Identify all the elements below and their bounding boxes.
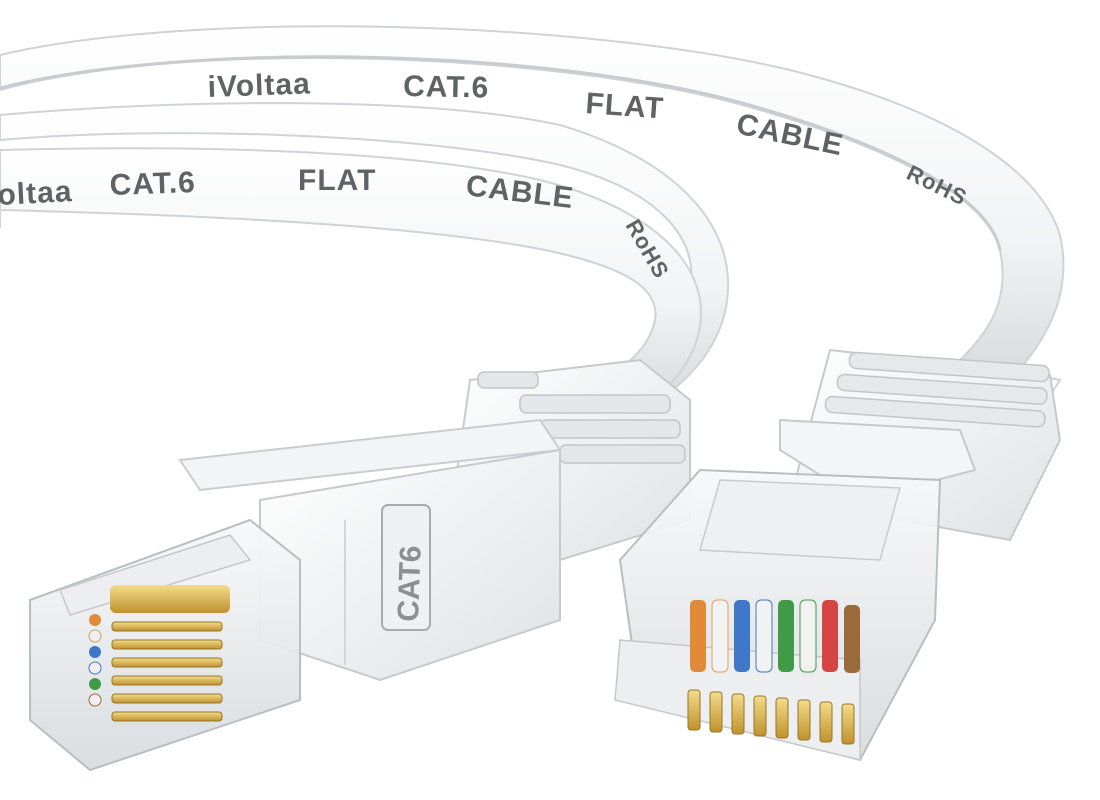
- right-rj45-plug: [614, 348, 1062, 762]
- right-wires: [690, 599, 860, 673]
- left-rj45-plug: CAT6: [29, 358, 691, 772]
- left-wire-ends: [88, 614, 102, 707]
- left-gold-contacts: [110, 585, 230, 722]
- right-gold-contacts: [687, 689, 855, 745]
- front-print-flat: FLAT: [298, 164, 376, 197]
- left-boot-ribs: [477, 371, 686, 464]
- back-print-cat: CAT.6: [403, 70, 490, 104]
- boot-label-plate: CAT6: [381, 504, 431, 631]
- boot-label-text: CAT6: [392, 545, 428, 622]
- back-print-flat: FLAT: [585, 87, 666, 125]
- right-boot-ribs: [824, 351, 1050, 428]
- back-print-brand: iVoltaa: [207, 67, 311, 104]
- front-print-cat: CAT.6: [109, 166, 196, 202]
- front-print-brand: oltaa: [0, 175, 73, 212]
- back-flat-cable: iVoltaa CAT.6 FLAT CABLE RoHS: [0, 25, 1065, 387]
